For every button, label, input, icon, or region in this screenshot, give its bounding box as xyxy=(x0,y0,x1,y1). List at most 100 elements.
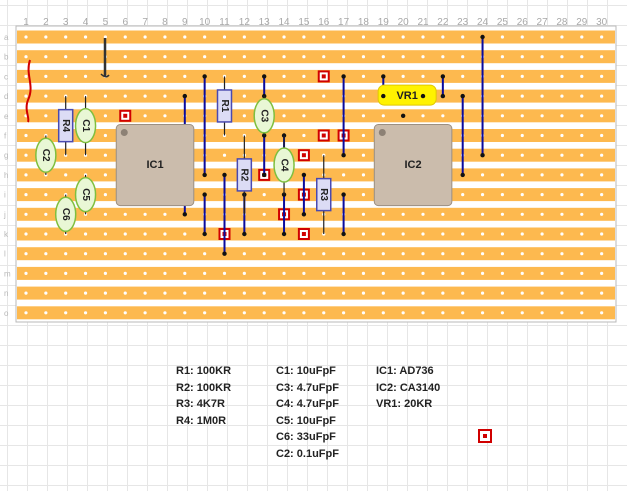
strip-hole xyxy=(24,74,28,78)
strip-hole xyxy=(64,271,68,275)
column-label: 3 xyxy=(63,17,69,28)
capacitor-label: C3 xyxy=(259,109,270,122)
strip-hole xyxy=(83,271,88,275)
strip-hole xyxy=(103,232,107,236)
strip-hole xyxy=(282,311,286,315)
strip-hole xyxy=(540,153,544,157)
strip-hole xyxy=(143,291,147,295)
strip-hole xyxy=(44,35,48,39)
column-label: 15 xyxy=(298,17,310,28)
strip-hole xyxy=(103,133,107,138)
strip-hole xyxy=(44,252,48,256)
column-label: 4 xyxy=(83,17,89,28)
strip-hole xyxy=(64,311,68,315)
strip-hole xyxy=(361,311,366,315)
strip-hole xyxy=(143,311,147,315)
link-end xyxy=(222,172,227,178)
link-end xyxy=(341,74,346,79)
strip-hole xyxy=(242,291,246,295)
strip-hole xyxy=(580,114,584,118)
strip-hole xyxy=(540,35,544,39)
strip-hole xyxy=(302,114,306,118)
strip-hole xyxy=(361,74,366,78)
column-label: 13 xyxy=(259,17,271,28)
strip-hole xyxy=(580,193,584,197)
strip-hole xyxy=(520,35,524,39)
strip-hole xyxy=(183,291,187,295)
strip-hole xyxy=(242,271,246,275)
strip-hole xyxy=(580,153,584,157)
bom-resistor-item: R4: 1M0R xyxy=(176,414,227,427)
strip-hole xyxy=(500,311,504,315)
strip-hole xyxy=(44,311,48,315)
strip-hole xyxy=(500,35,504,39)
strip-hole xyxy=(580,35,584,39)
strip-hole xyxy=(103,212,107,216)
strip-hole xyxy=(560,114,564,118)
strip-hole xyxy=(560,252,564,256)
strip-hole xyxy=(143,212,147,216)
strip-hole xyxy=(381,55,385,59)
strip-hole xyxy=(163,55,167,59)
link-end xyxy=(202,172,207,178)
strip-hole xyxy=(361,94,366,98)
strip-hole xyxy=(580,271,584,275)
capacitor-label: C4 xyxy=(278,159,289,172)
strip-hole xyxy=(560,193,564,197)
strip-hole xyxy=(24,232,28,236)
strip-hole xyxy=(461,252,465,256)
strip-hole xyxy=(83,74,88,78)
link-end xyxy=(440,93,446,99)
strip-hole xyxy=(123,252,127,256)
row-label: h xyxy=(4,171,8,180)
column-label: 1 xyxy=(23,17,29,28)
strip-hole xyxy=(262,35,266,39)
link-end xyxy=(202,74,207,79)
column-label: 29 xyxy=(576,17,588,28)
strip-hole xyxy=(500,133,504,138)
strip-hole xyxy=(222,291,227,295)
strip-hole xyxy=(500,153,504,157)
bom-active-item: IC1: AD736 xyxy=(376,365,434,377)
strip-hole xyxy=(262,55,266,59)
link-end xyxy=(242,231,247,237)
strip-hole xyxy=(123,74,127,78)
strip-hole xyxy=(600,114,604,118)
strip-hole xyxy=(342,311,346,315)
capacitor-body xyxy=(273,147,295,183)
strip-hole xyxy=(520,133,524,138)
column-label: 26 xyxy=(517,17,529,28)
row-label: b xyxy=(4,53,9,62)
strip-hole xyxy=(183,252,187,256)
strip-hole xyxy=(480,173,485,177)
strip-hole xyxy=(222,311,227,315)
strip-hole xyxy=(242,55,246,59)
column-label: 10 xyxy=(199,17,211,28)
strip-hole xyxy=(24,35,28,39)
resistor-label: R4 xyxy=(60,119,71,132)
strip-hole xyxy=(580,311,584,315)
column-label: 23 xyxy=(457,17,469,28)
strip-hole xyxy=(282,114,286,118)
strip-hole xyxy=(24,133,28,138)
input-wire xyxy=(25,59,32,123)
strip-hole xyxy=(163,311,167,315)
strip-hole xyxy=(580,212,584,216)
strip-hole xyxy=(282,94,286,98)
strip-hole xyxy=(302,291,306,295)
strip-hole xyxy=(540,94,544,98)
copper-strip xyxy=(17,207,615,221)
resistor-label: R2 xyxy=(239,169,250,182)
strip-hole xyxy=(401,271,405,275)
strip-hole xyxy=(143,94,147,98)
capacitor-label: C2 xyxy=(40,149,51,162)
strip-hole xyxy=(123,55,127,59)
column-label: 5 xyxy=(103,17,109,28)
strip-hole xyxy=(441,232,445,236)
strip-hole xyxy=(520,212,524,216)
strip-hole xyxy=(342,291,346,295)
strip-hole xyxy=(480,193,485,197)
strip-hole xyxy=(143,252,147,256)
